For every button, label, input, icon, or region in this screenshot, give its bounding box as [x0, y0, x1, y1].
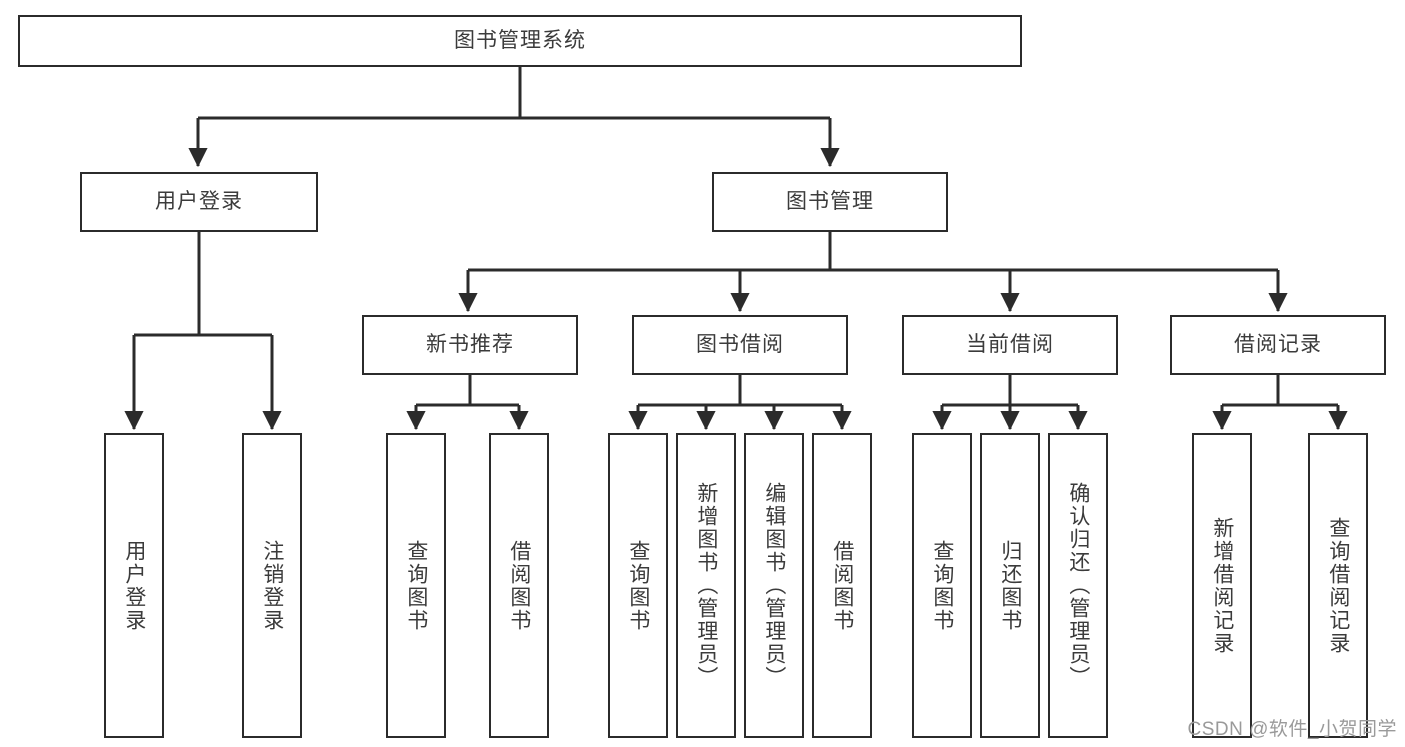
edge-bookborrow-to-leaves	[628, 375, 852, 431]
node-label: 注销登录	[260, 539, 284, 632]
node-label: 新增借阅记录	[1210, 516, 1234, 655]
node-leaf-query-book-3[interactable]: 查询图书	[912, 433, 972, 738]
node-label: 用户登录	[155, 189, 243, 213]
node-label: 图书管理系统	[454, 28, 586, 52]
node-borrow-record[interactable]: 借阅记录	[1170, 315, 1386, 375]
node-user-login[interactable]: 用户登录	[80, 172, 318, 232]
node-leaf-query-record[interactable]: 查询借阅记录	[1308, 433, 1368, 738]
node-label: 新书推荐	[426, 332, 514, 356]
node-leaf-return-book[interactable]: 归还图书	[980, 433, 1040, 738]
node-leaf-user-login[interactable]: 用户登录	[104, 433, 164, 738]
node-label: 归还图书	[998, 539, 1022, 632]
node-label: 确认归还（管理员）	[1066, 482, 1090, 689]
node-label: 图书借阅	[696, 332, 784, 356]
node-label: 查询借阅记录	[1326, 516, 1350, 655]
node-leaf-add-book[interactable]: 新增图书（管理员）	[676, 433, 736, 738]
node-root-book-management-system[interactable]: 图书管理系统	[18, 15, 1022, 67]
edge-userlogin-to-leaves	[124, 232, 282, 431]
node-leaf-borrow-book-1[interactable]: 借阅图书	[489, 433, 549, 738]
node-label: 当前借阅	[966, 332, 1054, 356]
edge-borrowrecord-to-leaves	[1212, 375, 1348, 431]
node-leaf-query-book-2[interactable]: 查询图书	[608, 433, 668, 738]
node-label: 新增图书（管理员）	[694, 482, 718, 689]
node-leaf-query-book-1[interactable]: 查询图书	[386, 433, 446, 738]
node-label: 查询图书	[626, 539, 650, 632]
node-leaf-confirm-return[interactable]: 确认归还（管理员）	[1048, 433, 1108, 738]
node-leaf-edit-book[interactable]: 编辑图书（管理员）	[744, 433, 804, 738]
node-label: 查询图书	[404, 539, 428, 632]
node-label: 借阅图书	[830, 539, 854, 632]
node-label: 图书管理	[786, 189, 874, 213]
node-leaf-logout[interactable]: 注销登录	[242, 433, 302, 738]
edge-newbook-to-leaves	[406, 375, 529, 431]
node-book-borrow[interactable]: 图书借阅	[632, 315, 848, 375]
node-current-borrow[interactable]: 当前借阅	[902, 315, 1118, 375]
node-label: 编辑图书（管理员）	[762, 482, 786, 689]
node-label: 查询图书	[930, 539, 954, 632]
edge-currentborrow-to-leaves	[932, 375, 1088, 431]
node-book-manage[interactable]: 图书管理	[712, 172, 948, 232]
edge-bookmanage-to-level3	[458, 232, 1288, 313]
node-label: 用户登录	[122, 539, 146, 632]
watermark-text: CSDN @软件_小贺同学	[1187, 719, 1397, 740]
node-new-book-recommend[interactable]: 新书推荐	[362, 315, 578, 375]
edge-root-to-level2	[188, 67, 840, 168]
node-label: 借阅记录	[1234, 332, 1322, 356]
node-label: 借阅图书	[507, 539, 531, 632]
node-leaf-borrow-book-2[interactable]: 借阅图书	[812, 433, 872, 738]
node-leaf-add-record[interactable]: 新增借阅记录	[1192, 433, 1252, 738]
